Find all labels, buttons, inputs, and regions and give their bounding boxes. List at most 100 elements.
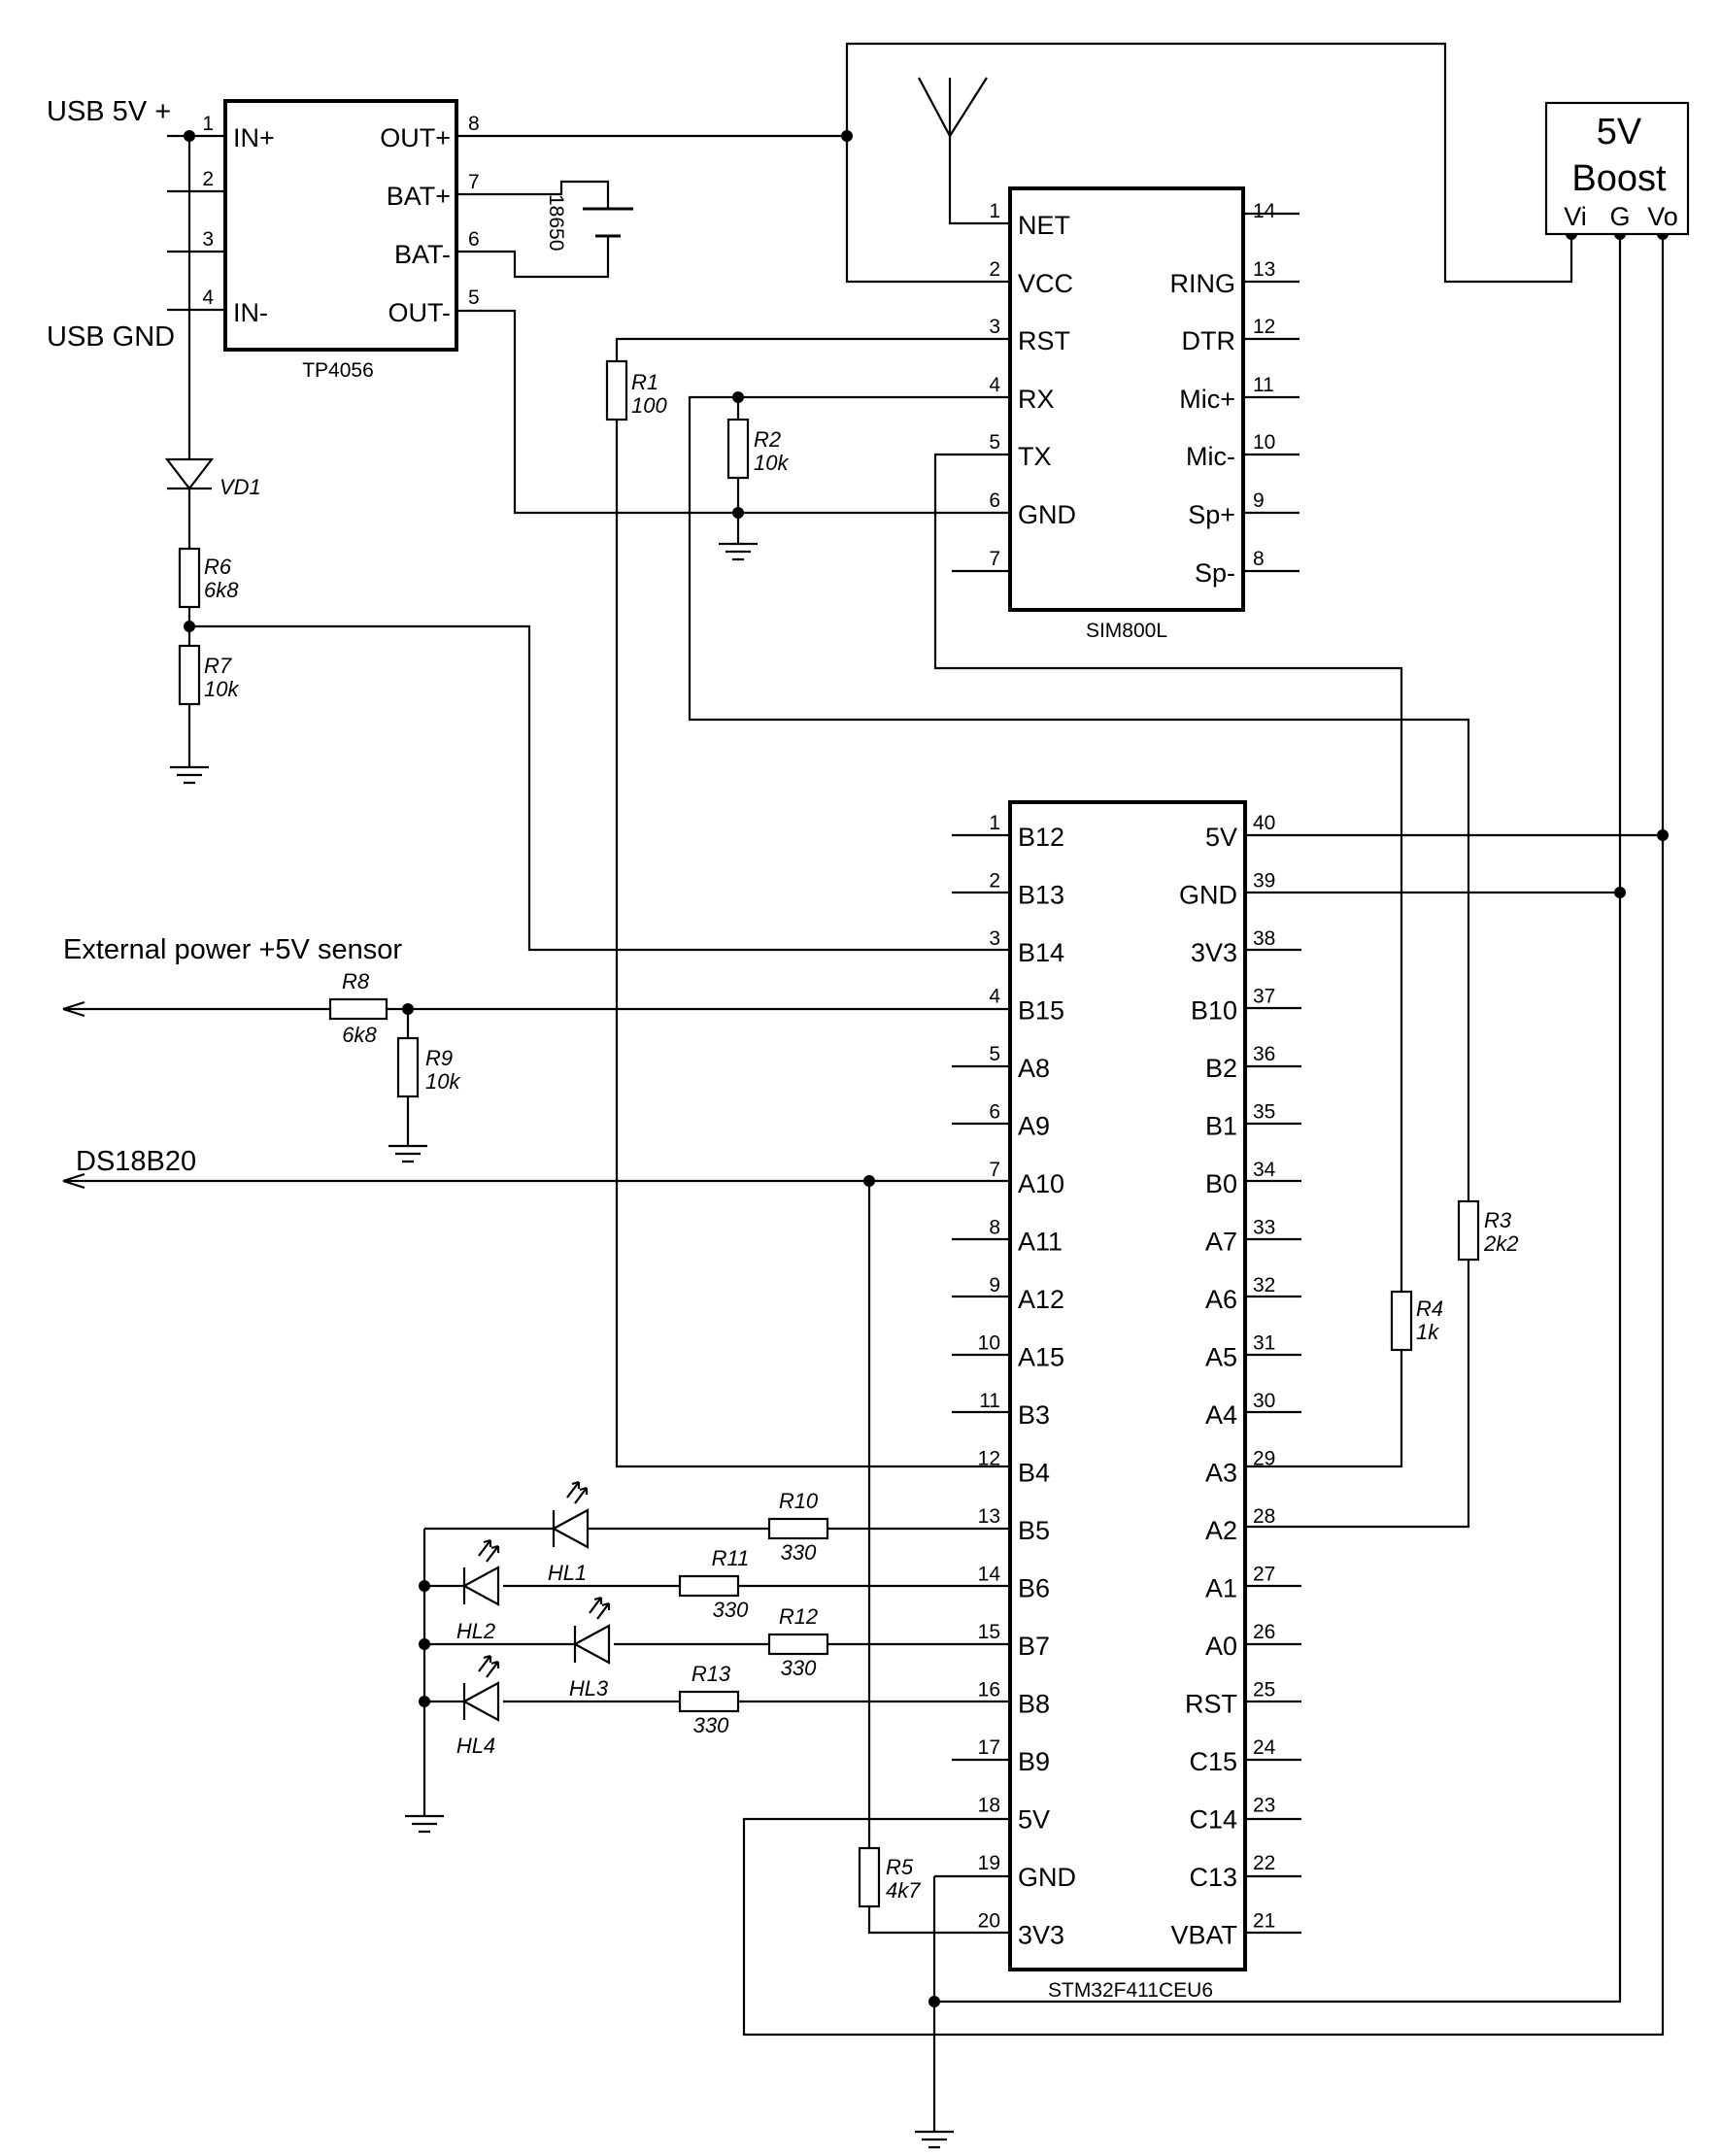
- r9-name: R9: [425, 1046, 453, 1070]
- junction-dot: [402, 1003, 414, 1015]
- r8-value: 6k8: [342, 1023, 377, 1047]
- sim800l-pin-label: VCC: [1018, 269, 1073, 298]
- hl4-name: HL4: [456, 1734, 495, 1758]
- stm32-pin-label: GND: [1179, 881, 1237, 910]
- stm32-pin-num: 14: [978, 1564, 1001, 1586]
- r1-name: R1: [631, 370, 658, 394]
- led-icon: [551, 1508, 590, 1549]
- sim800l-pin-label: NET: [1018, 211, 1070, 240]
- stm32-pin-num: 12: [978, 1448, 1000, 1470]
- stm32-pin-label: 5V: [1018, 1805, 1050, 1835]
- usb-gnd-label: USB GND: [47, 321, 175, 353]
- resistor-r12: [767, 1633, 829, 1656]
- r10-value: 330: [781, 1540, 817, 1565]
- resistor-r6: [178, 547, 201, 609]
- resistor-r8: [328, 997, 388, 1021]
- stm32-pin-label: A0: [1205, 1632, 1237, 1661]
- led-hl2: HL2: [456, 1538, 500, 1643]
- stm32-pin-num: 2: [989, 870, 1000, 893]
- stm32-pin-label: B8: [1018, 1690, 1050, 1719]
- r11-value: 330: [713, 1598, 749, 1622]
- r8-name: R8: [342, 969, 370, 994]
- sim800l-pin-num: 1: [989, 200, 1000, 222]
- stm32-pin-num: 27: [1253, 1564, 1275, 1586]
- sim800l-pin-num: 12: [1253, 316, 1275, 338]
- junction-dot: [863, 1175, 875, 1187]
- led-icon: [461, 1566, 500, 1606]
- tp4056-pin-label-in-plus: IN+: [233, 123, 275, 152]
- ground-icon: [719, 542, 758, 561]
- stm32-pin-label: C15: [1189, 1747, 1237, 1776]
- stm32-pin-label: B13: [1018, 881, 1064, 910]
- stm32-pin-label: A5: [1205, 1343, 1237, 1372]
- stm32-pin-num: 19: [978, 1852, 1000, 1874]
- stm32-pin-label: A1: [1205, 1574, 1237, 1603]
- stm32-pin-label: A6: [1205, 1285, 1237, 1314]
- stm32-pin-label: C14: [1189, 1805, 1237, 1835]
- stm32-pin-label: B0: [1205, 1169, 1237, 1198]
- stm32-pin-num: 6: [989, 1101, 1000, 1124]
- junction-dot: [732, 507, 744, 519]
- leds: HL1 HL2 HL3 HL4: [456, 1480, 611, 1758]
- sim800l-box: [1008, 186, 1245, 612]
- sim800l-pin-label: Sp-: [1195, 558, 1235, 588]
- junction-dot: [184, 621, 195, 632]
- ds18b20-label: DS18B20: [76, 1146, 196, 1177]
- sim800l-module: NET VCC RST RX TX GND RING DTR Mic+ Mic-…: [989, 186, 1276, 642]
- stm32-pin-label: B15: [1018, 996, 1064, 1026]
- sim800l-pin-num: 13: [1253, 258, 1275, 281]
- junction-dot: [419, 1580, 430, 1592]
- stm32-pin-num: 9: [989, 1274, 1000, 1297]
- stm32-pin-label: B5: [1018, 1516, 1050, 1545]
- stm32-pin-label: B10: [1191, 996, 1237, 1026]
- tp4056-pin-num: 7: [468, 171, 480, 193]
- led-icon: [572, 1624, 611, 1665]
- tp4056-pin-num: 2: [202, 168, 214, 190]
- vd1-name: VD1: [219, 475, 261, 499]
- sim800l-pin-label: RING: [1170, 269, 1236, 298]
- r2-name: R2: [754, 427, 781, 452]
- stm32-pin-label: A4: [1205, 1400, 1237, 1430]
- tp4056-name: TP4056: [302, 359, 374, 382]
- stm32-name: STM32F411CEU6: [1048, 1979, 1213, 2002]
- stm32-pin-num: 15: [978, 1621, 1000, 1643]
- stm32-module: B121B132B143B154A85A96A107A118A129A1510B…: [978, 800, 1276, 2002]
- tp4056-pin-label-bat-minus: BAT-: [394, 240, 451, 269]
- wires: [62, 42, 1665, 2132]
- sim800l-pin-num: 2: [989, 258, 1000, 281]
- sim800l-pin-num: 5: [989, 431, 1000, 454]
- hl2-name: HL2: [456, 1619, 495, 1643]
- stm32-pin-num: 39: [1253, 870, 1275, 893]
- stm32-pin-num: 8: [989, 1217, 1000, 1239]
- stm32-pin-label: B6: [1018, 1574, 1050, 1603]
- sim800l-pin-label: Mic-: [1186, 442, 1235, 471]
- tp4056-box: [223, 99, 458, 352]
- junction-dot: [732, 391, 744, 403]
- tp4056-pin-label-out-minus: OUT-: [388, 298, 452, 327]
- sim800l-pin-num: 3: [989, 316, 1000, 338]
- stm32-pin-num: 28: [1253, 1505, 1275, 1528]
- stm32-pin-label: A8: [1018, 1054, 1050, 1083]
- stm32-pin-label: B7: [1018, 1632, 1050, 1661]
- stm32-pin-label: 3V3: [1018, 1921, 1064, 1950]
- sim800l-pin-num: 6: [989, 489, 1000, 512]
- r2-value: 10k: [754, 451, 789, 475]
- stm32-pin-num: 18: [978, 1795, 1000, 1817]
- ground-icon: [405, 1814, 444, 1834]
- stm32-pin-num: 23: [1253, 1795, 1275, 1817]
- boost-module: 5V Boost Vi G Vo: [1544, 101, 1690, 236]
- stm32-pin-label: 3V3: [1191, 938, 1237, 967]
- stm32-pins: B121B132B143B154A85A96A107A118A129A1510B…: [978, 812, 1276, 1950]
- stm32-pin-num: 5: [989, 1043, 1000, 1065]
- r6-name: R6: [204, 555, 232, 579]
- tp4056-pin-num: 3: [202, 228, 214, 251]
- resistor-r4: [1390, 1290, 1413, 1352]
- resistor-r2: [726, 418, 750, 480]
- r3-name: R3: [1484, 1208, 1512, 1232]
- battery-icon: [583, 207, 633, 238]
- r7-value: 10k: [204, 677, 239, 701]
- stm32-pin-num: 21: [1253, 1910, 1275, 1933]
- ext-power-label: External power +5V sensor: [63, 934, 402, 965]
- stm32-pin-num: 11: [979, 1390, 1000, 1412]
- tp4056-pin-num: 6: [468, 228, 480, 251]
